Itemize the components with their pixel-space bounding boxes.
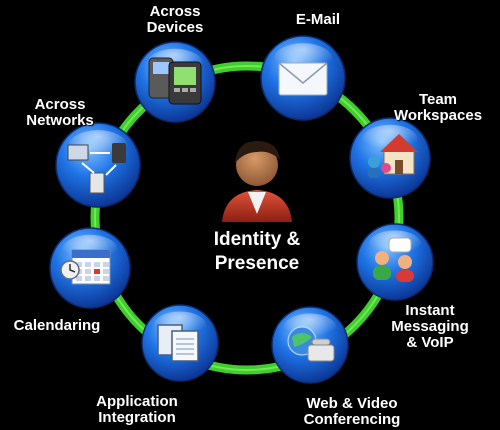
node-across-devices: [134, 41, 216, 123]
envelope-icon: [278, 62, 328, 96]
node-label-line: Conferencing: [303, 411, 401, 428]
node-application-integration: [141, 304, 219, 382]
node-label-line: Web & Video: [306, 395, 398, 412]
node-calendaring: [49, 227, 131, 309]
node-email: [260, 35, 346, 121]
node-label-calendaring: Calendaring: [2, 318, 112, 334]
node-team-workspaces: [349, 117, 431, 199]
node-label-line: Instant: [405, 302, 455, 319]
node-label-line: Workspaces: [393, 107, 483, 124]
node-label-line: Application: [96, 393, 178, 410]
center-label: Identity & Presence: [195, 228, 319, 276]
node-label-line: Messaging: [391, 318, 469, 335]
calendar-icon: [60, 249, 111, 285]
node-label-line: Across: [34, 96, 86, 113]
windows-icon: [157, 324, 199, 362]
node-label-line: Across: [149, 3, 201, 20]
node-label-email: E-Mail: [278, 12, 358, 28]
node-label-line: Devices: [146, 19, 204, 36]
network-icon: [67, 143, 126, 194]
node-web-video-conferencing: [271, 306, 349, 384]
center-label-line-1: Identity &: [213, 229, 301, 250]
center-label-line-2: Presence: [214, 253, 300, 274]
devices-icon: [148, 57, 202, 105]
node-label-line: E-Mail: [295, 11, 341, 28]
globe-phone-icon: [287, 326, 335, 362]
person-icon: [222, 141, 292, 222]
node-instant-messaging: [356, 223, 434, 301]
chat-people-icon: [373, 237, 414, 282]
node-label-line: & VoIP: [406, 334, 454, 351]
house-icon: [368, 134, 418, 178]
node-label-line: Networks: [26, 112, 94, 129]
node-label-line: Calendaring: [13, 317, 101, 334]
node-label-line: Team: [418, 91, 458, 108]
node-label-line: Integration: [98, 409, 176, 426]
connection-ring-highlight: [94, 65, 400, 371]
node-across-networks: [55, 122, 141, 208]
